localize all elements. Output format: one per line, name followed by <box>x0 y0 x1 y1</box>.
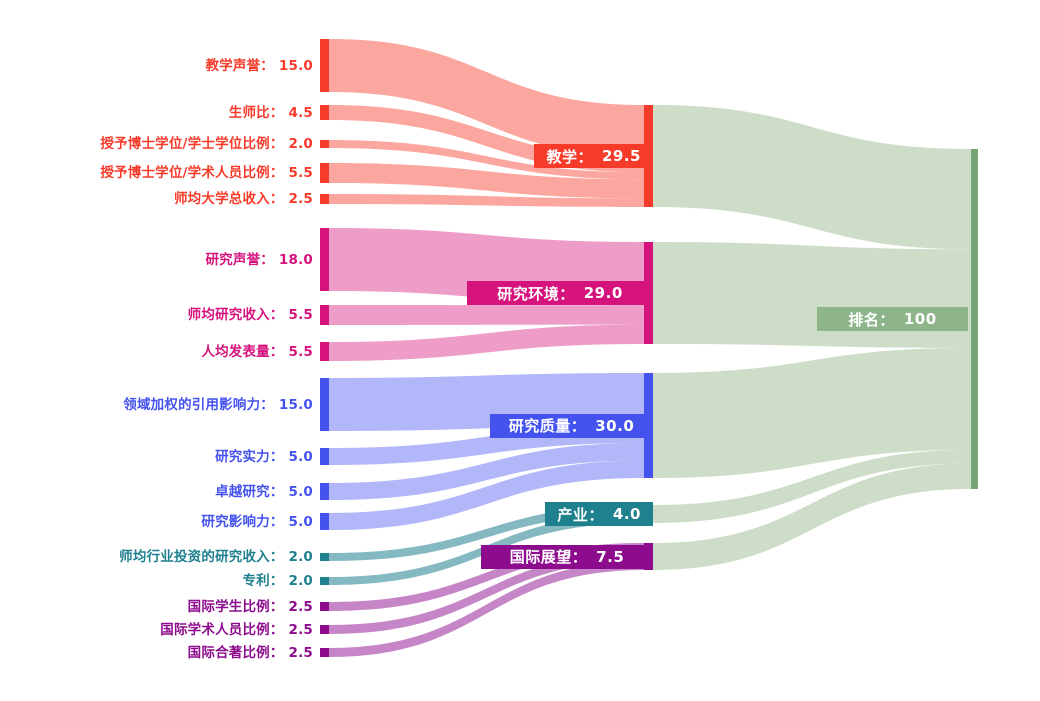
node-label-teaching-text: 教学： <box>546 147 593 166</box>
source-label-res_strength: 研究实力： 5.0 <box>215 448 313 465</box>
flow-res_influence-to-research_quality[interactable] <box>329 460 644 531</box>
source-label-doc_staff: 授予博士学位/学术人员比例： 5.5 <box>100 165 313 181</box>
source-label-fwci: 领域加权的引用影响力： 15.0 <box>123 396 313 413</box>
source-label-res_income: 师均研究收入： 5.5 <box>187 307 313 323</box>
node-label-teaching-value: 29.5 <box>601 147 641 165</box>
node-bar-res_strength[interactable] <box>320 448 329 465</box>
flow-doc_bach-to-teaching[interactable] <box>329 140 644 180</box>
node-label-research_env-text: 研究环境： <box>497 284 575 303</box>
source-label-intl_staff: 国际学术人员比例： 2.5 <box>160 621 313 638</box>
source-label-res_rep: 研究声誉： 18.0 <box>205 251 313 268</box>
source-label-doc_bach: 授予博士学位/学士学位比例： 2.0 <box>100 136 313 152</box>
node-label-research_quality-text: 研究质量： <box>508 417 587 435</box>
node-label-research_env[interactable]: 研究环境： 29.0 <box>467 281 653 305</box>
node-label-international[interactable]: 国际展望： 7.5 <box>481 544 653 569</box>
node-label-international-text: 国际展望： <box>509 548 588 566</box>
node-bar-teach_rep[interactable] <box>320 39 329 92</box>
node-label-rank-text: 排名： <box>848 310 895 329</box>
node-label-rank-value: 100 <box>903 310 937 328</box>
source-label-res_influence: 研究影响力： 5.0 <box>201 513 313 530</box>
source-label-intl_students: 国际学生比例： 2.5 <box>187 598 313 615</box>
node-label-rank[interactable]: 排名： 100 <box>817 307 968 331</box>
source-label-uni_income: 师均大学总收入： 2.5 <box>173 191 313 207</box>
node-bar-res_influence[interactable] <box>320 513 329 530</box>
source-label-teach_rep: 教学声誉： 15.0 <box>205 57 313 74</box>
node-bar-uni_income[interactable] <box>320 194 329 204</box>
node-label-research_quality[interactable]: 研究质量： 30.0 <box>490 413 653 438</box>
node-label-teaching[interactable]: 教学： 29.5 <box>534 144 653 168</box>
node-bar-res_excellence[interactable] <box>320 483 329 500</box>
node-bar-res_income[interactable] <box>320 305 329 325</box>
flow-international-to-rank[interactable] <box>653 463 971 571</box>
flow-industry-to-rank[interactable] <box>653 449 971 523</box>
flow-industry_income-to-industry[interactable] <box>329 505 644 561</box>
node-bar-doc_staff[interactable] <box>320 163 329 183</box>
flow-research_env-to-rank[interactable] <box>653 242 971 348</box>
node-label-industry[interactable]: 产业： 4.0 <box>545 502 653 526</box>
flow-uni_income-to-teaching[interactable] <box>329 194 644 207</box>
flow-teach_rep-to-teaching[interactable] <box>329 39 644 157</box>
node-bar-doc_bach[interactable] <box>320 140 329 148</box>
flow-intl_staff-to-international[interactable] <box>329 552 644 634</box>
source-label-intl_coauth: 国际合著比例： 2.5 <box>187 644 313 661</box>
node-bar-productivity[interactable] <box>320 342 329 361</box>
flow-productivity-to-research_env[interactable] <box>329 324 644 361</box>
source-label-productivity: 人均发表量： 5.5 <box>201 343 313 360</box>
node-bar-intl_students[interactable] <box>320 602 329 611</box>
node-bar-intl_coauth[interactable] <box>320 648 329 657</box>
node-bar-patents[interactable] <box>320 577 329 585</box>
source-label-staff_ratio: 生师比： 4.5 <box>228 104 313 121</box>
flow-intl_coauth-to-international[interactable] <box>329 561 644 657</box>
node-label-industry-value: 4.0 <box>612 505 641 523</box>
node-bar-fwci[interactable] <box>320 378 329 431</box>
flow-teaching-to-rank[interactable] <box>653 105 971 250</box>
flow-res_income-to-research_env[interactable] <box>329 305 644 325</box>
node-label-research_env-value: 29.0 <box>583 284 623 302</box>
flow-doc_staff-to-teaching[interactable] <box>329 163 644 199</box>
flow-research_quality-to-rank[interactable] <box>653 347 971 478</box>
node-bar-staff_ratio[interactable] <box>320 105 329 120</box>
node-label-industry-text: 产业： <box>557 505 604 524</box>
node-bar-industry_income[interactable] <box>320 553 329 561</box>
node-bar-intl_staff[interactable] <box>320 625 329 634</box>
node-label-research_quality-value: 30.0 <box>595 416 635 435</box>
source-label-res_excellence: 卓越研究： 5.0 <box>215 483 313 500</box>
node-bar-rank[interactable] <box>971 149 978 489</box>
flow-intl_students-to-international[interactable] <box>329 543 644 611</box>
flow-res_excellence-to-research_quality[interactable] <box>329 443 644 500</box>
node-bar-res_rep[interactable] <box>320 228 329 291</box>
node-label-international-value: 7.5 <box>596 547 625 566</box>
source-label-patents: 专利： 2.0 <box>242 573 313 589</box>
source-label-industry_income: 师均行业投资的研究收入： 2.0 <box>119 549 313 565</box>
